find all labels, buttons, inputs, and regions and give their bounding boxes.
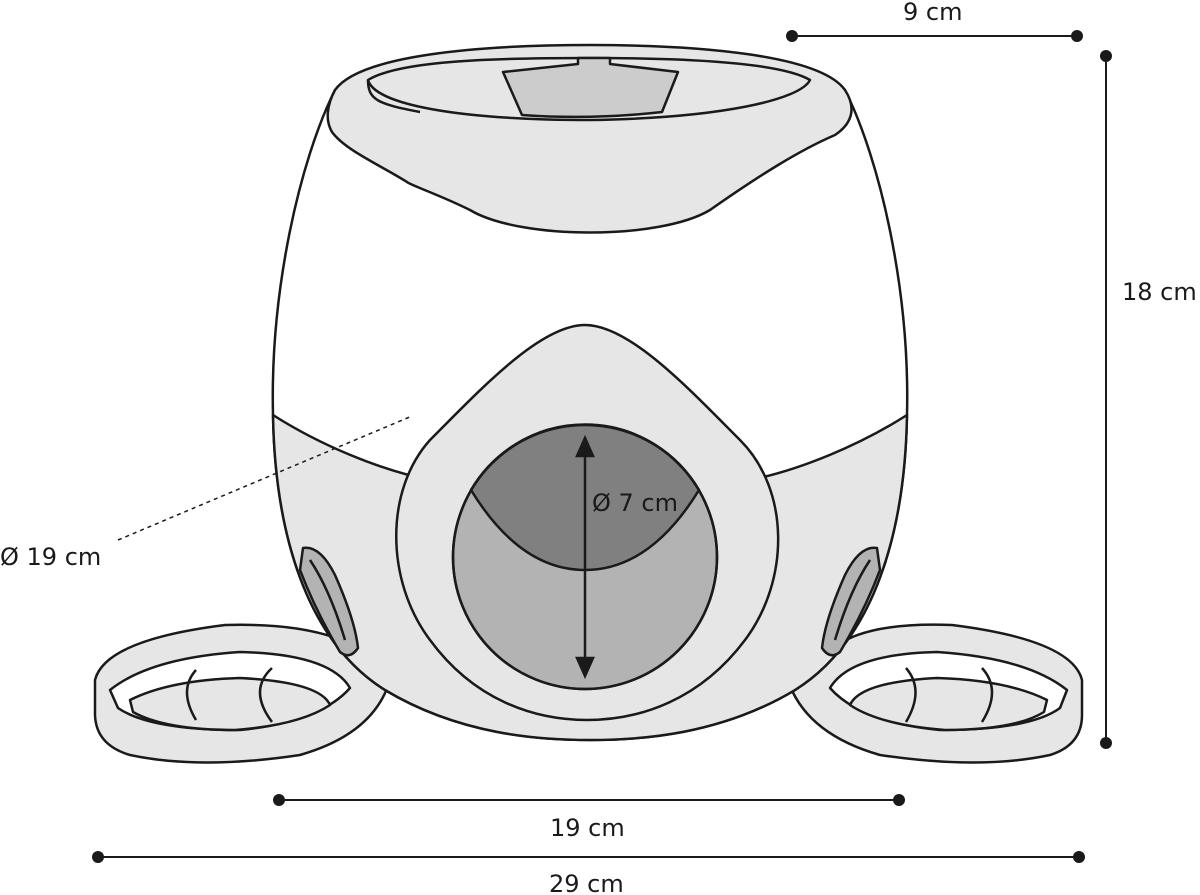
height-dimension — [1100, 50, 1112, 749]
diameter-label: Ø 19 cm — [0, 543, 101, 571]
top-width-dimension — [786, 30, 1083, 42]
left-tray — [93, 623, 390, 764]
opening-arrow — [575, 434, 595, 680]
opening-label: Ø 7 cm — [592, 489, 678, 517]
diameter-leader-line — [117, 415, 413, 541]
top-width-label: 9 cm — [903, 0, 962, 26]
top-bowl — [326, 43, 853, 234]
right-tray — [788, 623, 1084, 764]
total-width-dimension — [92, 851, 1085, 863]
base-width-label: 19 cm — [550, 814, 625, 842]
base-width-dimension — [273, 794, 905, 806]
height-label: 18 cm — [1122, 278, 1197, 306]
total-width-label: 29 cm — [549, 870, 624, 895]
